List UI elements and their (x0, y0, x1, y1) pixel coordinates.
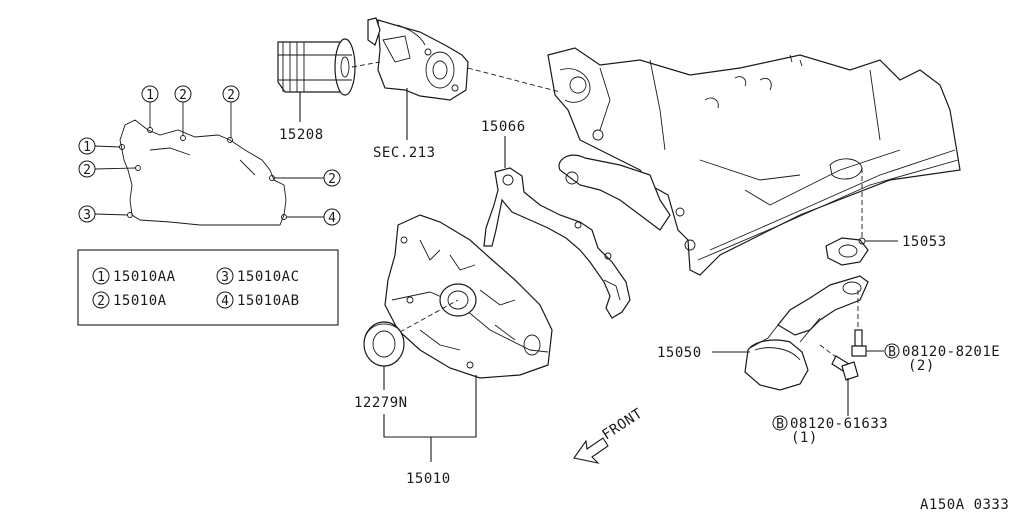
bolt-angled (819, 344, 859, 381)
callout-top-3: 2 (227, 88, 235, 103)
legend-part-3: 15010AC (237, 269, 300, 285)
callout-right-2: 2 (328, 172, 336, 187)
front-oil-seal (363, 321, 405, 367)
callouts-left: 1 2 3 (78, 137, 137, 223)
callouts-right: 2 4 (274, 169, 341, 226)
legend-part-2: 15010A (113, 293, 167, 309)
label-oil-pump: 15010 (406, 471, 451, 487)
label-gasket: 15066 (481, 119, 526, 135)
legend-box: 1 15010AA 2 15010A 3 15010AC 4 15010AB (77, 249, 339, 326)
bolt-2-part-no: 08120-61633 (790, 416, 888, 432)
bolt-vertical (851, 290, 867, 357)
bolt-1-marker: B (888, 345, 896, 360)
label-strainer-gasket: 15053 (902, 234, 947, 250)
callout-right-4: 4 (328, 211, 336, 226)
callouts-top: 1 2 2 (141, 85, 240, 138)
callout-top-1: 1 (146, 88, 154, 103)
bolt-1-part-no: 08120-8201E (902, 344, 1000, 360)
legend-num-3: 3 (221, 270, 229, 285)
legend-part-4: 15010AB (237, 293, 300, 309)
front-cover-gasket (483, 167, 631, 319)
callout-left-1: 1 (83, 140, 91, 155)
front-arrow-icon (573, 437, 609, 464)
oil-filter (277, 38, 356, 96)
bolt-2-qty: (1) (791, 430, 818, 446)
strainer-gasket (825, 237, 869, 266)
bolt-2-marker: B (776, 417, 784, 432)
oil-strainer (744, 275, 869, 391)
callout-left-2: 2 (83, 163, 91, 178)
label-oil-filter: 15208 (279, 127, 324, 143)
callout-left-3: 3 (83, 208, 91, 223)
filter-bracket (367, 17, 469, 101)
label-front-seal: 12279N (354, 395, 408, 411)
oil-pump-assembly (384, 214, 553, 379)
callout-top-2: 2 (179, 88, 187, 103)
pump-gasket-outline (119, 119, 287, 226)
label-strainer: 15050 (657, 345, 702, 361)
legend-num-2: 2 (97, 294, 105, 309)
legend-num-1: 1 (97, 270, 105, 285)
bolt-1-qty: (2) (908, 358, 935, 374)
diagram-id: A150A 0333 (920, 497, 1009, 512)
legend-num-4: 4 (221, 294, 229, 309)
engine-block (547, 47, 961, 276)
front-label: FRONT (599, 406, 645, 444)
label-filter-bracket: SEC.213 (373, 145, 436, 161)
legend-part-1: 15010AA (113, 269, 176, 285)
